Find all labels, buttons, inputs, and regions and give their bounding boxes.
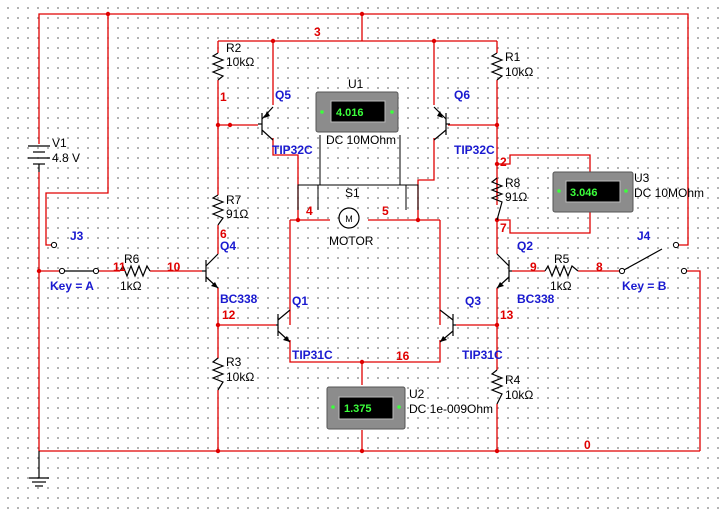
r1-ref: R1 [505,50,521,64]
r7-value: 91Ω [226,207,248,221]
j4-key: Key = B [622,279,667,293]
resistor-r6[interactable]: R6 1kΩ [119,252,151,293]
v1-ref: V1 [52,136,67,150]
multimeter-u2[interactable]: 1.375 U2 DC 1e-009Ohm [326,386,493,430]
node-3: 3 [314,25,321,39]
resistor-r2[interactable]: R2 10kΩ [211,41,254,81]
u2-reading: 1.375 [344,403,372,415]
wires [38,13,701,452]
node-0: 0 [584,438,591,452]
u1-mode: DC 10MOhm [326,133,396,147]
node-2: 2 [500,155,507,169]
transistor-q2[interactable]: Q2 BC338 [496,239,555,306]
multimeter-u3[interactable]: 3.046 U3 DC 10MOhm [552,171,704,213]
meter-leads [297,135,419,210]
resistor-r8[interactable]: R8 91Ω [490,176,527,221]
switch-j4[interactable]: J4 Key = B [618,229,688,293]
transistor-q5[interactable]: Q5 TIP32C [258,88,313,157]
q3-ref: Q3 [465,294,481,308]
motor-symbol: M [345,214,353,224]
q2-model: BC338 [517,292,555,306]
resistor-r3[interactable]: R3 10kΩ [211,355,254,391]
q4-ref: Q4 [220,239,236,253]
transistor-q1[interactable]: Q1 TIP31C [276,294,333,362]
node-10: 10 [167,260,181,274]
r8-value: 91Ω [505,190,527,204]
resistor-r7[interactable]: R7 91Ω [211,193,248,226]
r2-value: 10kΩ [226,55,254,69]
u3-reading: 3.046 [570,187,598,199]
node-5: 5 [382,204,389,218]
resistor-r5[interactable]: R5 1kΩ [544,252,579,293]
u1-ref: U1 [348,77,364,91]
node-4: 4 [306,204,313,218]
r6-value: 1kΩ [120,279,142,293]
motor-s1[interactable]: M S1 MOTOR [329,186,374,248]
resistor-r4[interactable]: R4 10kΩ [490,369,533,405]
q5-model: TIP32C [272,143,313,157]
r7-ref: R7 [226,193,242,207]
ground-symbol [29,451,49,487]
node-16: 16 [396,349,410,363]
s1-label: MOTOR [329,234,374,248]
node-labels: 3 1 2 4 5 6 7 11 10 9 8 12 13 16 0 [113,25,603,452]
node-9: 9 [530,260,537,274]
node-6: 6 [220,227,227,241]
r1-value: 10kΩ [505,65,533,79]
junctions [36,11,500,454]
battery-v1[interactable]: V1 4.8 V [28,136,80,172]
s1-ref: S1 [345,186,360,200]
u2-ref: U2 [409,387,425,401]
q4-model: BC338 [220,292,258,306]
r6-ref: R6 [124,252,140,266]
r5-ref: R5 [554,252,570,266]
r5-value: 1kΩ [550,279,572,293]
v1-value: 4.8 V [52,151,80,165]
q6-model: TIP32C [454,143,495,157]
u2-mode: DC 1e-009Ohm [409,402,493,416]
resistor-r1[interactable]: R1 10kΩ [490,50,533,81]
r3-value: 10kΩ [226,370,254,384]
switch-j3[interactable]: J3 Key = A [50,229,100,293]
r3-ref: R3 [226,355,242,369]
q6-ref: Q6 [454,88,470,102]
node-1: 1 [220,90,227,104]
j4-ref: J4 [637,229,651,243]
node-13: 13 [500,308,514,322]
j3-ref: J3 [70,229,84,243]
q5-ref: Q5 [275,88,291,102]
transistor-q4[interactable]: Q4 BC338 [202,239,258,306]
u3-ref: U3 [634,171,650,185]
node-7: 7 [500,221,507,235]
node-8: 8 [596,260,603,274]
node-11: 11 [113,260,126,274]
q3-model: TIP31C [462,348,503,362]
node-12: 12 [222,308,236,322]
multimeter-u1[interactable]: 4.016 U1 DC 10MOhm [315,77,399,147]
u1-reading: 4.016 [336,107,364,119]
r4-value: 10kΩ [505,388,533,402]
r2-ref: R2 [226,41,242,55]
q1-ref: Q1 [292,294,308,308]
r8-ref: R8 [505,176,521,190]
q2-ref: Q2 [517,239,533,253]
q1-model: TIP31C [292,348,333,362]
j3-key: Key = A [50,279,94,293]
transistor-q6[interactable]: Q6 TIP32C [433,88,495,157]
u3-mode: DC 10MOhm [634,186,704,200]
r4-ref: R4 [505,373,521,387]
transistor-q3[interactable]: Q3 TIP31C [439,294,503,362]
